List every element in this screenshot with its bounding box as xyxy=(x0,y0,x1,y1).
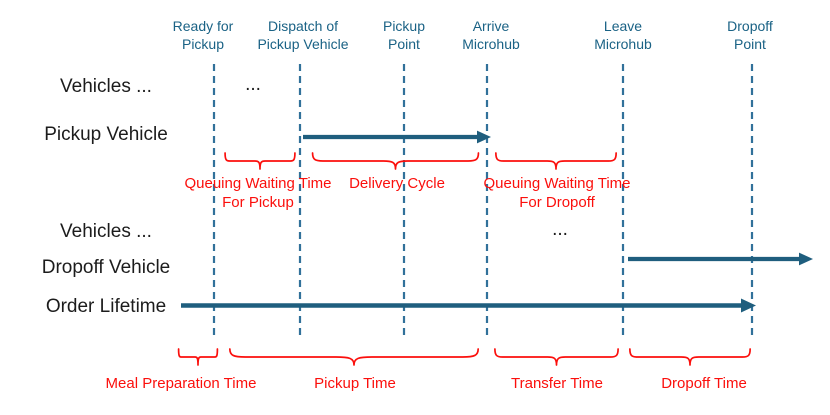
duration-label-queuing-waiting-time-for-pickup: Queuing Waiting Time For Pickup xyxy=(184,175,332,211)
row-label-dropoff-vehicle: Dropoff Vehicle xyxy=(41,257,171,278)
order-lifetime-arrow xyxy=(181,298,756,313)
brace-delivery-cycle xyxy=(310,151,481,171)
brace-transfer-time xyxy=(493,347,620,367)
milestone-label-leave-microhub: Leave Microhub xyxy=(594,18,652,52)
arrow-head-icon xyxy=(741,298,756,313)
arrow-head-icon xyxy=(799,252,813,266)
brace-meal-preparation-time xyxy=(178,347,218,367)
brace-queuing-waiting-time-for-dropoff xyxy=(494,151,618,171)
row-label-vehicles-bottom: Vehicles ... xyxy=(60,221,152,242)
dropoff-vehicle-arrow xyxy=(628,252,813,266)
row-label-order-lifetime: Order Lifetime xyxy=(45,296,167,317)
milestone-label-pickup-point: Pickup Point xyxy=(382,18,426,52)
duration-label-meal-preparation-time: Meal Preparation Time xyxy=(105,375,257,392)
duration-label-queuing-waiting-time-for-dropoff: Queuing Waiting Time For Dropoff xyxy=(483,175,631,211)
row-label-vehicles-top: Vehicles ... xyxy=(60,76,152,97)
vehicles-ellipsis-top: ... xyxy=(245,74,261,95)
duration-label-transfer-time: Transfer Time xyxy=(511,375,603,392)
row-label-pickup-vehicle: Pickup Vehicle xyxy=(44,124,168,145)
duration-label-dropoff-time: Dropoff Time xyxy=(661,375,747,392)
milestone-label-dropoff-point: Dropoff Point xyxy=(727,18,773,52)
duration-label-pickup-time: Pickup Time xyxy=(314,375,396,392)
pickup-vehicle-arrow xyxy=(303,130,491,144)
brace-pickup-time xyxy=(226,347,482,367)
milestone-label-ready-for-pickup: Ready for Pickup xyxy=(172,18,234,52)
milestone-label-arrive-microhub: Arrive Microhub xyxy=(462,18,520,52)
vehicles-ellipsis-bottom: ... xyxy=(552,219,568,240)
brace-queuing-waiting-time-for-pickup xyxy=(224,151,296,171)
brace-dropoff-time xyxy=(628,347,752,367)
duration-label-delivery-cycle: Delivery Cycle xyxy=(349,175,445,192)
arrow-head-icon xyxy=(477,130,491,144)
milestone-label-dispatch-of-pickup-vehicle: Dispatch of Pickup Vehicle xyxy=(257,18,349,52)
